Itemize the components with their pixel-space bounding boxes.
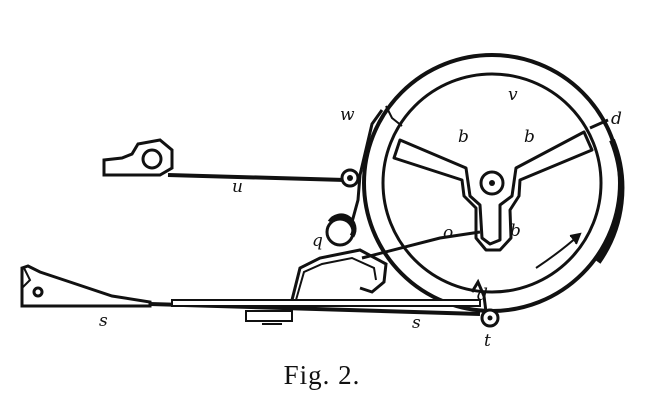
- label-u: u: [232, 177, 243, 197]
- lever-s: [20, 264, 500, 328]
- label-s-left: s: [99, 311, 108, 331]
- label-b-lower: b: [510, 221, 521, 241]
- label-s-right: s: [412, 313, 421, 333]
- figure-caption: Fig. 2.: [284, 360, 361, 390]
- label-b-right: b: [524, 127, 535, 147]
- curved-arm: [290, 230, 481, 301]
- label-d-top: d: [611, 109, 622, 129]
- direction-arrow: [535, 232, 582, 269]
- pawl-w: [350, 105, 403, 223]
- y-spokes: [392, 130, 594, 252]
- lever-u: [102, 138, 360, 188]
- label-d-bottom: d: [477, 285, 488, 305]
- label-v: v: [508, 85, 518, 105]
- knob-q: [325, 213, 357, 247]
- label-q: q: [312, 231, 323, 251]
- label-o: o: [443, 223, 453, 243]
- label-w: w: [340, 105, 355, 125]
- label-t: t: [484, 331, 491, 351]
- label-b-left: b: [458, 127, 469, 147]
